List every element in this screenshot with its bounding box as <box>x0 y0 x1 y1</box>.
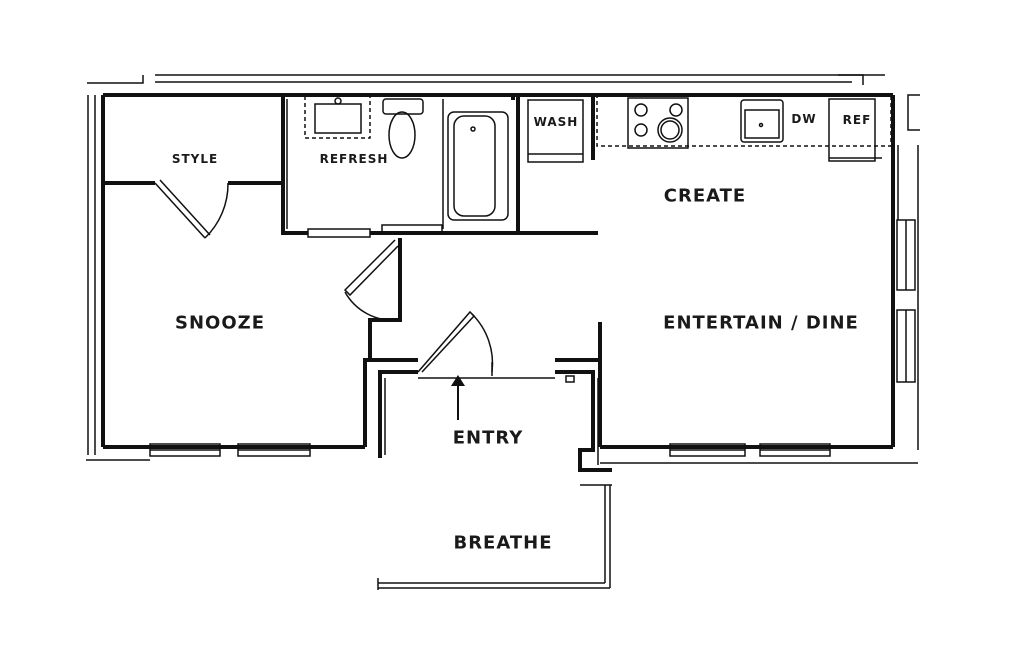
thin-walls <box>286 99 919 590</box>
appliance-label-dw: DW <box>791 112 817 126</box>
fixtures <box>304 95 892 383</box>
room-label-entry: ENTRY <box>452 427 524 449</box>
windows <box>149 219 916 457</box>
entry-arrow-icon <box>451 375 465 420</box>
walls <box>101 93 895 472</box>
room-label-refresh: REFRESH <box>319 152 389 166</box>
room-label-create: CREATE <box>663 185 747 207</box>
room-label-snooze: SNOOZE <box>175 312 265 334</box>
room-label-style: STYLE <box>171 152 219 166</box>
room-label-entertain-dine: ENTERTAIN / DINE <box>663 312 859 334</box>
doors <box>154 179 494 376</box>
exterior-lines <box>86 74 920 461</box>
appliance-label-wash: WASH <box>533 115 579 129</box>
room-label-breathe: BREATHE <box>453 532 553 554</box>
appliance-label-ref: REF <box>842 113 872 127</box>
